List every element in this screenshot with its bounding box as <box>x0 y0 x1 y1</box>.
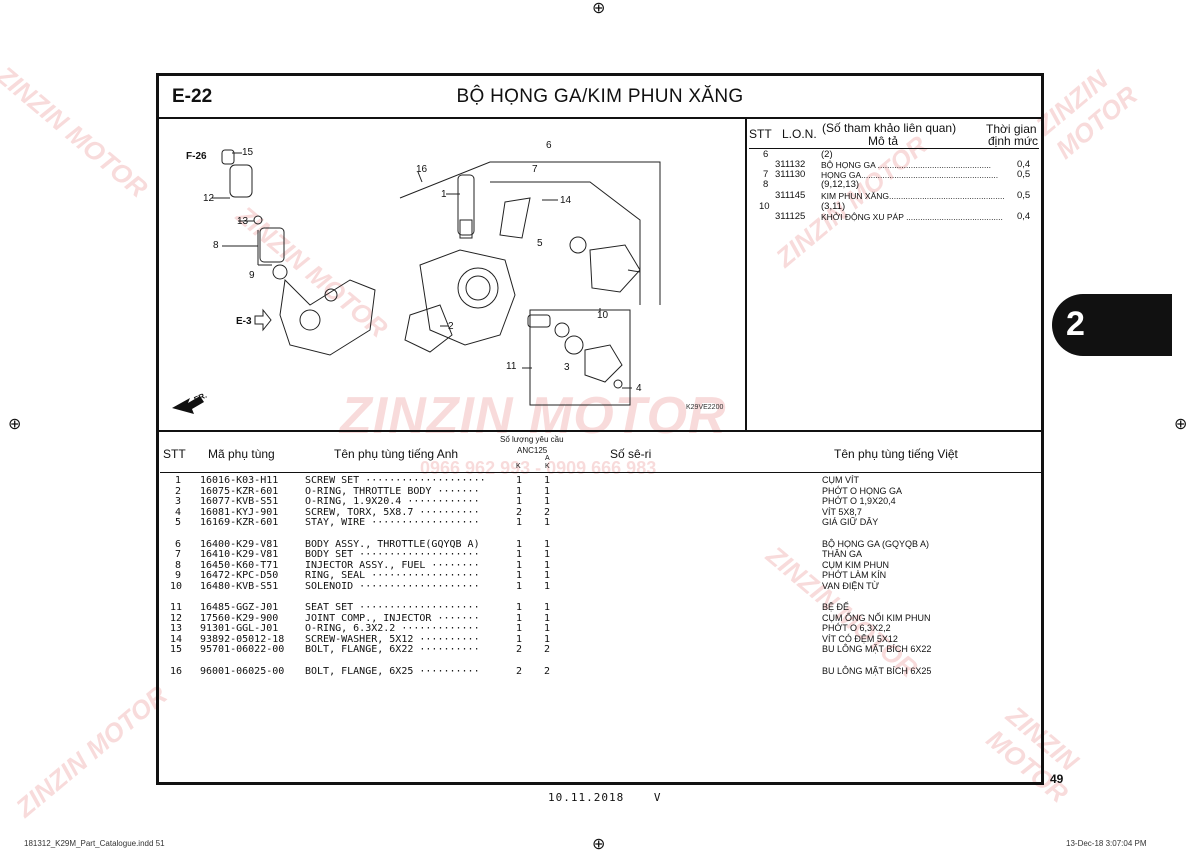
footer-timestamp: 13-Dec-18 3:07:04 PM <box>1066 839 1147 848</box>
ref-header-rule <box>749 148 1039 149</box>
callout-6: 6 <box>546 140 552 151</box>
callout-15: 15 <box>242 147 254 158</box>
registration-mark-top: ⊕ <box>592 0 606 17</box>
registration-mark-right: ⊕ <box>1174 416 1188 433</box>
watermark-bottom-left: ZINZIN MOTOR <box>10 679 173 823</box>
ref-header-stt: STT <box>749 127 772 141</box>
ref-header-desc: Mô tả <box>868 134 899 148</box>
callout-14: 14 <box>560 195 572 206</box>
ref-header-time: Thời gian <box>986 122 1037 136</box>
page-frame <box>156 73 1044 785</box>
watermark-phone: 0966 962 993 - 0909 666 983 <box>420 458 657 478</box>
col-header-name-vi: Tên phụ tùng tiếng Việt <box>834 447 958 461</box>
col-header-name-en: Tên phụ tùng tiếng Anh <box>334 447 459 461</box>
callout-8: 8 <box>213 240 219 251</box>
col-header-k1: K <box>516 463 521 470</box>
table-divider <box>156 430 1044 432</box>
col-header-qty-title: Số lượng yêu cầu <box>500 435 564 444</box>
callout-13: 13 <box>237 216 249 227</box>
footer-date-value: 10.11.2018 <box>548 791 625 804</box>
callout-16: 16 <box>416 164 428 175</box>
watermark-top-right: ZINZIN MOTOR <box>1030 64 1143 165</box>
page-number: 49 <box>1050 772 1064 786</box>
chapter-tab-label: 2 <box>1066 305 1085 343</box>
figure-code: K29VE2200 <box>686 404 724 411</box>
callout-4: 4 <box>636 383 642 394</box>
ref-header-ref: (Số tham khảo liên quan) <box>822 121 957 135</box>
ref-header-time2: định mức <box>988 134 1039 148</box>
page-title: BỘ HỌNG GA/KIM PHUN XĂNG <box>456 86 744 107</box>
callout-f26: F-26 <box>186 151 207 162</box>
chapter-tab <box>1052 294 1172 356</box>
registration-mark-bottom: ⊕ <box>592 836 606 853</box>
callout-e3: E-3 <box>236 316 252 327</box>
col-header-stt: STT <box>163 447 186 461</box>
callout-3: 3 <box>564 362 570 373</box>
section-code: E-22 <box>172 86 213 107</box>
watermark-top-left: ZINZIN MOTOR <box>0 60 154 204</box>
callout-11: 11 <box>506 361 517 372</box>
col-header-k2: K <box>545 463 550 470</box>
footer-version: V <box>653 791 662 804</box>
header-divider <box>156 117 1044 119</box>
col-header-a: A <box>545 455 550 462</box>
col-header-serial: Số sê-ri <box>610 447 652 461</box>
exploded-parts-diagram <box>172 149 661 414</box>
col-header-part-no: Mã phụ tùng <box>208 447 275 461</box>
registration-mark-left: ⊕ <box>8 416 22 433</box>
col-header-model: ANC125 <box>517 446 548 455</box>
ref-header-lon: L.O.N. <box>782 127 817 141</box>
table-header-rule <box>160 472 1042 473</box>
callout-5: 5 <box>537 238 543 249</box>
callout-2: 2 <box>448 321 454 332</box>
footer-file-name: 181312_K29M_Part_Catalogue.indd 51 <box>24 839 165 848</box>
callout-9: 9 <box>249 270 255 281</box>
callout-12: 12 <box>203 193 215 204</box>
diagram-ref-divider <box>745 119 747 430</box>
footer-date: 10.11.2018 V <box>548 791 661 804</box>
callout-1: 1 <box>441 189 447 200</box>
watermark-center: ZINZIN MOTOR <box>340 387 727 445</box>
callout-10: 10 <box>597 310 609 321</box>
callout-7: 7 <box>532 164 538 175</box>
